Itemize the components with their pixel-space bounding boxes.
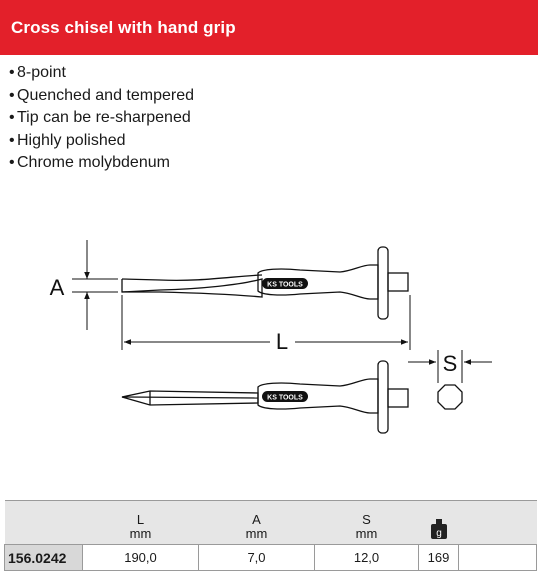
brand-logo: KS TOOLS <box>262 278 308 289</box>
feature-list: •8-point •Quenched and tempered •Tip can… <box>9 62 194 175</box>
dimension-a <box>72 240 118 330</box>
bullet-icon: • <box>9 64 15 81</box>
product-title: Cross chisel with hand grip <box>11 18 236 37</box>
brand-logo: KS TOOLS <box>262 391 308 402</box>
dimension-s <box>408 350 492 383</box>
weight-g-icon: g <box>430 519 447 539</box>
dimension-l <box>121 295 411 350</box>
dimension-l-label: L <box>276 329 288 354</box>
feature-item: •8-point <box>9 62 194 85</box>
feature-item: •Chrome molybdenum <box>9 152 194 175</box>
feature-item: •Tip can be re-sharpened <box>9 107 194 130</box>
dimension-a-label: A <box>50 275 65 300</box>
cell-spacer <box>458 544 537 571</box>
column-header-article <box>4 500 83 545</box>
cell-l: 190,0 <box>82 544 199 571</box>
page-header: Cross chisel with hand grip <box>0 0 538 55</box>
bullet-icon: • <box>9 86 15 104</box>
column-header-weight: g <box>418 500 459 545</box>
dimension-s-label: S <box>443 351 458 376</box>
chisel-top-view <box>121 360 409 434</box>
bullet-icon: • <box>9 109 15 126</box>
cell-s: 12,0 <box>314 544 419 571</box>
svg-text:KS TOOLS: KS TOOLS <box>267 395 303 402</box>
bullet-icon: • <box>9 131 15 149</box>
bullet-icon: • <box>9 154 15 171</box>
chisel-side-view <box>121 246 409 320</box>
technical-drawing: KS TOOLS A L KS TOOLS S <box>50 240 492 434</box>
octagon-section <box>437 384 463 410</box>
column-header-spacer <box>458 500 537 545</box>
article-number: 156.0242 <box>4 544 83 571</box>
table-row: 156.0242 190,0 7,0 12,0 169 <box>4 544 537 571</box>
cell-a: 7,0 <box>198 544 315 571</box>
svg-text:g: g <box>436 528 442 539</box>
cell-weight: 169 <box>418 544 459 571</box>
svg-text:KS TOOLS: KS TOOLS <box>267 282 303 289</box>
feature-item: •Highly polished <box>9 130 194 153</box>
feature-item: •Quenched and tempered <box>9 85 194 108</box>
